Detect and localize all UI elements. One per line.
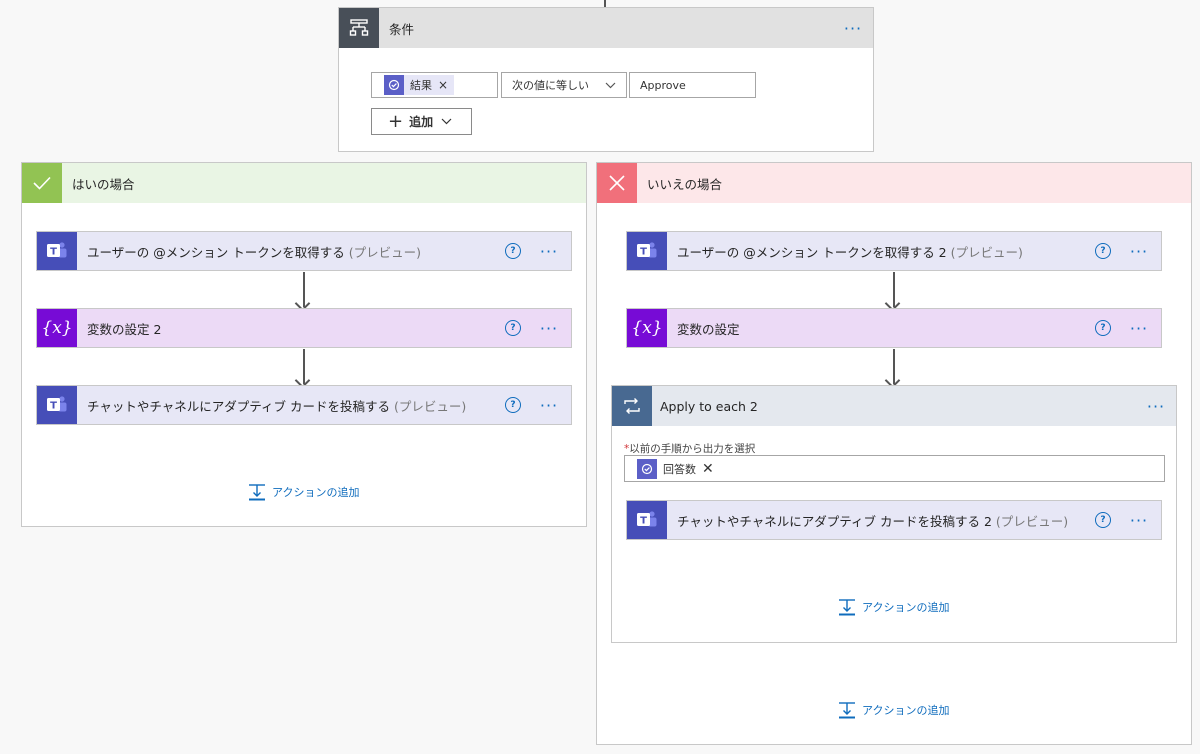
condition-operator-select[interactable]: 次の値に等しい xyxy=(501,72,627,98)
plus-icon: + xyxy=(388,110,404,132)
chevron-down-icon xyxy=(441,118,452,125)
condition-more-icon[interactable]: ··· xyxy=(843,18,863,38)
help-icon[interactable]: ? xyxy=(1095,243,1111,259)
answer-count-token-label: 回答数 xyxy=(663,462,696,476)
apply-to-each-header[interactable]: Apply to each 2 ··· xyxy=(612,386,1176,426)
more-options-icon[interactable]: ··· xyxy=(1129,318,1149,338)
loop-add-action-link[interactable]: アクションの追加 xyxy=(838,598,949,616)
apply-to-each-more-icon[interactable]: ··· xyxy=(1146,396,1166,416)
help-icon[interactable]: ? xyxy=(505,397,521,413)
svg-text:T: T xyxy=(640,246,647,257)
apply-to-each-title: Apply to each 2 xyxy=(660,398,758,414)
action-title: ユーザーの @メンション トークンを取得する xyxy=(87,244,345,260)
yes-add-action-link[interactable]: アクションの追加 xyxy=(248,483,359,501)
condition-add-label: 追加 xyxy=(409,115,434,129)
condition-value-text: Approve xyxy=(640,78,686,92)
add-action-label: アクションの追加 xyxy=(862,601,950,614)
loop-icon xyxy=(612,386,652,426)
more-options-icon[interactable]: ··· xyxy=(539,241,559,261)
more-options-icon[interactable]: ··· xyxy=(1129,241,1149,261)
help-icon[interactable]: ? xyxy=(505,243,521,259)
add-action-icon xyxy=(249,484,265,501)
variable-icon: {x} xyxy=(627,309,667,347)
condition-left-operand[interactable]: 結果 × xyxy=(371,72,498,98)
result-token-remove-icon[interactable]: × xyxy=(438,78,449,92)
action-title: チャットやチャネルにアダプティブ カードを投稿する 2 xyxy=(677,513,992,529)
condition-operator-value: 次の値に等しい xyxy=(512,79,589,92)
condition-value-input[interactable]: Approve xyxy=(629,72,756,98)
yes-action-mention-token[interactable]: T ユーザーの @メンション トークンを取得する (プレビュー) ? ··· xyxy=(36,231,572,271)
add-action-icon xyxy=(839,599,855,616)
no-branch-header[interactable]: いいえの場合 xyxy=(597,163,1191,203)
teams-icon: T xyxy=(37,232,77,270)
help-icon[interactable]: ? xyxy=(505,320,521,336)
no-action-mention-token-2[interactable]: T ユーザーの @メンション トークンを取得する 2 (プレビュー) ? ··· xyxy=(626,231,1162,271)
answer-count-token: 回答数 ✕ xyxy=(637,458,720,479)
action-title: チャットやチャネルにアダプティブ カードを投稿する xyxy=(87,398,390,414)
yes-branch-header[interactable]: はいの場合 xyxy=(22,163,586,203)
no-action-set-variable[interactable]: {x} 変数の設定 ? ··· xyxy=(626,308,1162,348)
loop-action-post-card-2[interactable]: T チャットやチャネルにアダプティブ カードを投稿する 2 (プレビュー) ? … xyxy=(626,500,1162,540)
condition-icon xyxy=(339,8,379,48)
variable-icon: {x} xyxy=(37,309,77,347)
teams-icon: T xyxy=(627,232,667,270)
help-icon[interactable]: ? xyxy=(1095,320,1111,336)
answer-count-token-remove-icon[interactable]: ✕ xyxy=(702,460,714,477)
no-add-action-link[interactable]: アクションの追加 xyxy=(838,701,949,719)
help-icon[interactable]: ? xyxy=(1095,512,1111,528)
chevron-down-icon xyxy=(605,82,616,88)
checkmark-icon xyxy=(22,163,62,203)
svg-text:T: T xyxy=(50,400,57,411)
preview-label: (プレビュー) xyxy=(950,244,1023,260)
preview-label: (プレビュー) xyxy=(393,398,467,414)
svg-text:T: T xyxy=(640,515,647,526)
condition-header[interactable]: 条件 ··· xyxy=(339,8,873,48)
required-mark: * xyxy=(624,443,630,455)
teams-icon: T xyxy=(627,501,667,539)
select-output-input[interactable]: 回答数 ✕ xyxy=(624,455,1165,482)
approval-icon xyxy=(384,75,404,95)
yes-branch-title: はいの場合 xyxy=(72,176,135,192)
result-token: 結果 × xyxy=(384,75,455,95)
flow-arrow xyxy=(893,349,895,384)
top-connector xyxy=(604,0,606,7)
yes-action-set-variable-2[interactable]: {x} 変数の設定 2 ? ··· xyxy=(36,308,572,348)
flow-arrow xyxy=(303,349,305,384)
condition-title: 条件 xyxy=(389,21,415,37)
teams-icon: T xyxy=(37,386,77,424)
svg-text:T: T xyxy=(50,246,57,257)
flow-arrow xyxy=(893,272,895,307)
condition-card: 条件 ··· 結果 × 次の値に等しい Approve + 追加 xyxy=(338,7,874,152)
more-options-icon[interactable]: ··· xyxy=(539,318,559,338)
no-branch-title: いいえの場合 xyxy=(647,176,723,192)
select-output-label: *以前の手順から出力を選択 xyxy=(624,443,756,455)
close-icon xyxy=(597,163,637,203)
approval-icon xyxy=(637,458,657,479)
flow-arrow xyxy=(303,272,305,307)
add-action-label: アクションの追加 xyxy=(272,486,360,499)
preview-label: (プレビュー) xyxy=(995,513,1069,529)
more-options-icon[interactable]: ··· xyxy=(539,395,559,415)
more-options-icon[interactable]: ··· xyxy=(1129,510,1149,530)
preview-label: (プレビュー) xyxy=(348,244,421,260)
action-title: 変数の設定 xyxy=(677,321,740,337)
yes-action-post-card[interactable]: T チャットやチャネルにアダプティブ カードを投稿する (プレビュー) ? ··… xyxy=(36,385,572,425)
action-title: ユーザーの @メンション トークンを取得する 2 xyxy=(677,244,947,260)
add-action-label: アクションの追加 xyxy=(862,704,950,717)
add-action-icon xyxy=(839,702,855,719)
action-title: 変数の設定 2 xyxy=(87,321,162,337)
condition-add-button[interactable]: + 追加 xyxy=(371,108,472,135)
result-token-label: 結果 xyxy=(410,79,432,92)
